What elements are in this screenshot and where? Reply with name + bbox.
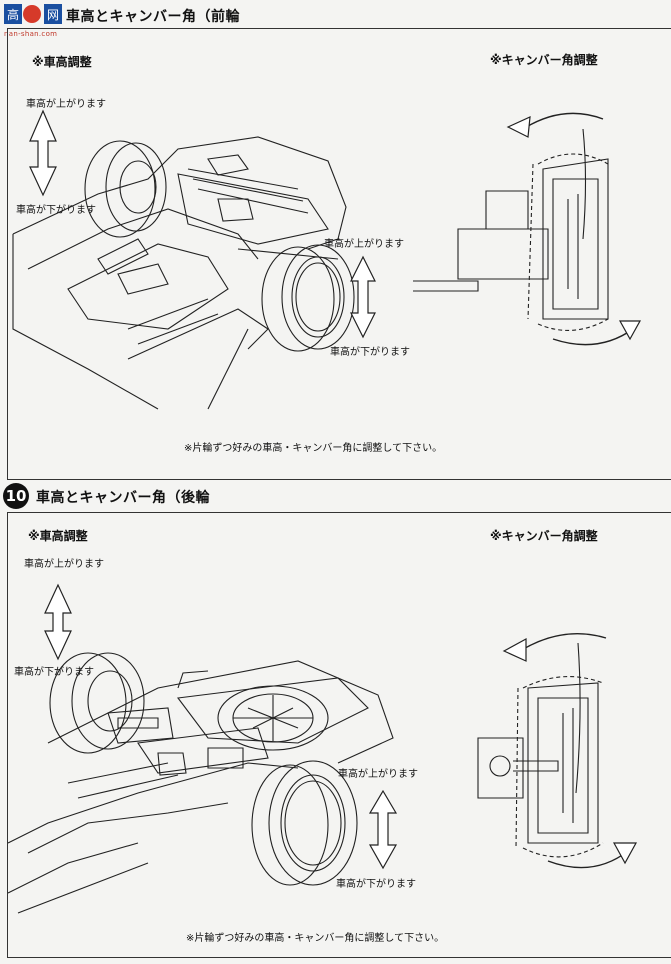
rear-label-up-right: 車高が上がります [338, 769, 418, 780]
watermark-url: nan-shan.com [4, 30, 58, 38]
front-camber-heading: ※キャンバー角調整 [490, 53, 598, 67]
double-arrow-icon [44, 583, 72, 661]
rear-camber-heading: ※キャンバー角調整 [490, 529, 598, 543]
rear-chassis-drawing [8, 660, 394, 914]
wheel-drawing [261, 244, 355, 352]
front-label-up-right: 車高が上がります [324, 239, 404, 250]
double-arrow-icon [29, 109, 57, 197]
rear-label-down-left: 車高が下がります [14, 667, 94, 678]
rear-step-title: 車高とキャンバー角（後輪 [36, 490, 210, 506]
front-ride-height-heading: ※車高調整 [32, 55, 92, 69]
rear-label-up-left: 車高が上がります [24, 559, 104, 570]
wheel-drawing [49, 652, 145, 754]
wheel-drawing [84, 140, 167, 238]
step-number-badge: 10 [3, 483, 29, 509]
front-label-up-left: 車高が上がります [26, 99, 106, 110]
wheel-drawing [251, 760, 358, 886]
camber-diagram [477, 633, 638, 869]
svg-text:高: 高 [7, 7, 19, 22]
front-label-down-left: 車高が下がります [16, 205, 96, 216]
double-arrow-icon [368, 789, 398, 870]
front-label-down-right: 車高が下がります [330, 347, 410, 358]
rear-ride-height-heading: ※車高調整 [28, 529, 88, 543]
rear-label-down-right: 車高が下がります [336, 879, 416, 890]
rear-note: ※片輪ずつ好みの車高・キャンバー角に調整して下さい。 [186, 933, 445, 944]
svg-text:网: 网 [47, 8, 59, 22]
watermark-logo: 高 网 [2, 0, 64, 40]
front-step-title: 車高とキャンバー角（前輪 [66, 9, 240, 25]
camber-diagram [413, 112, 642, 346]
front-chassis-drawing [12, 136, 347, 410]
front-panel: ※車高調整 ※キャンバー角調整 車高が上がります 車高が下がります 車高が上がり… [7, 28, 671, 480]
rear-panel: ※車高調整 ※キャンバー角調整 車高が上がります 車高が下がります 車高が上がり… [7, 512, 671, 958]
double-arrow-icon [350, 255, 376, 339]
front-note: ※片輪ずつ好みの車高・キャンバー角に調整して下さい。 [184, 443, 443, 454]
